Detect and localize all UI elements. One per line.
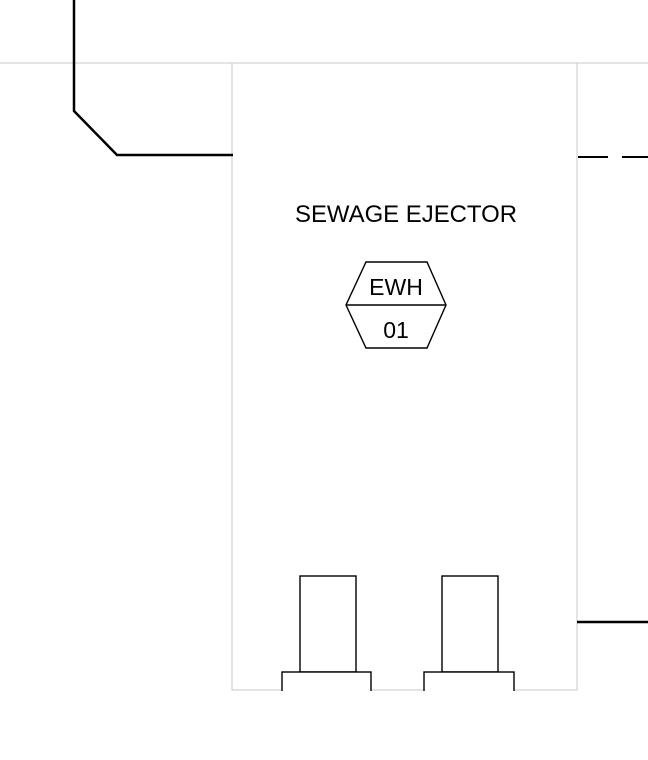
equipment-room-outline: [231, 62, 578, 691]
tag-type: EWH: [369, 274, 423, 300]
pump-left-body: [299, 575, 357, 673]
clip-mask: [260, 691, 540, 703]
pump-right: [423, 575, 515, 693]
equipment-title: SEWAGE EJECTOR: [295, 201, 517, 228]
pump-left-base: [281, 671, 372, 693]
equipment-tag: EWH 01: [345, 261, 447, 349]
inlet-pipe: [72, 0, 233, 157]
pump-right-body: [441, 575, 499, 673]
pump-right-base: [423, 671, 515, 693]
tag-number: 01: [383, 317, 409, 343]
